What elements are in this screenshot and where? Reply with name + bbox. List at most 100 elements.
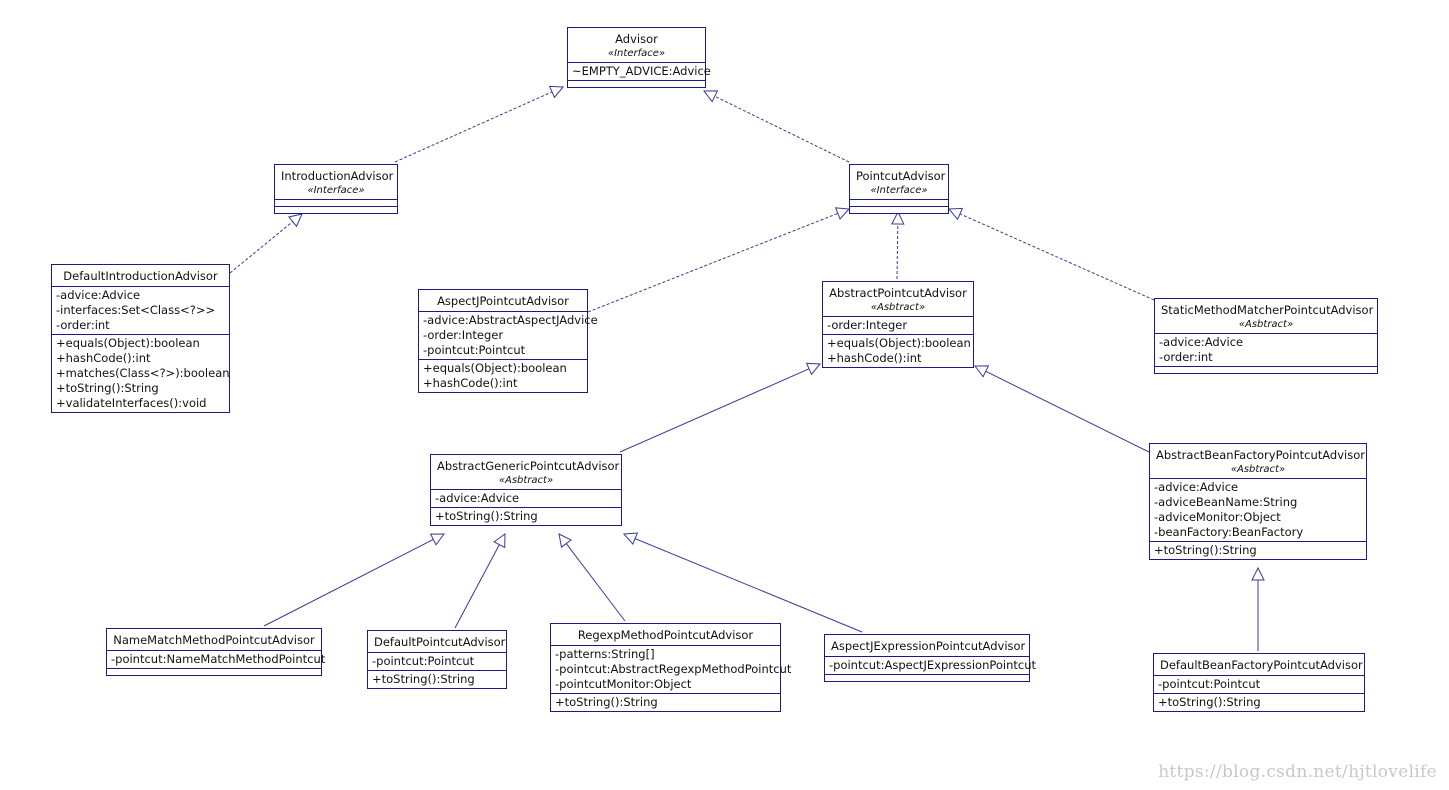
class-box-aspectj-pointcut-advisor: AspectJPointcutAdvisor-advice:AbstractAs… bbox=[418, 289, 598, 393]
class-stereotype: «Asbtract» bbox=[1230, 464, 1286, 475]
class-box-aspectj-expression-pointcut-advisor: AspectJExpressionPointcutAdvisor -pointcu… bbox=[824, 634, 1037, 682]
methods-section: +equals(Object):boolean+hashCode():int bbox=[823, 335, 973, 367]
method: +hashCode():int bbox=[56, 351, 151, 365]
relation-line bbox=[394, 91, 553, 163]
method: +hashCode():int bbox=[827, 351, 922, 365]
methods-section bbox=[850, 207, 948, 213]
class-stereotype: «Interface» bbox=[870, 185, 928, 196]
attribute: -pointcut:AspectJExpressionPointcut bbox=[829, 658, 1037, 672]
hollow-triangle-arrowhead bbox=[288, 213, 303, 228]
attributes-section: -pointcut:AspectJExpressionPointcut bbox=[825, 657, 1037, 675]
attributes-section: -advice:Advice-interfaces:Set<Class<?>>-… bbox=[52, 287, 229, 335]
hollow-triangle-arrowhead bbox=[622, 532, 639, 546]
methods-section: +toString():String bbox=[1150, 542, 1366, 559]
class-name: IntroductionAdvisor bbox=[281, 169, 394, 183]
relation-realization-pointcut-advisor-to-advisor bbox=[702, 90, 850, 163]
relation-line bbox=[959, 213, 1155, 301]
hollow-triangle-arrowhead bbox=[429, 533, 445, 546]
attribute: -advice:Advice bbox=[1154, 480, 1239, 494]
class-header: AbstractGenericPointcutAdvisor«Asbtract» bbox=[431, 455, 621, 490]
class-header: AbstractPointcutAdvisor«Asbtract» bbox=[823, 282, 973, 317]
attributes-section bbox=[275, 200, 397, 207]
attribute: -pointcut:AbstractRegexpMethodPointcut bbox=[555, 662, 792, 676]
relation-realization-static-method-matcher-pointcut-advisor-to-pointcut-advisor bbox=[947, 207, 1155, 301]
methods-section: +toString():String bbox=[551, 694, 780, 711]
attribute: -advice:Advice bbox=[1159, 335, 1244, 349]
methods-section: +equals(Object):boolean+hashCode():int bbox=[419, 360, 587, 392]
attribute: -order:Integer bbox=[827, 318, 908, 332]
class-name: DefaultPointcutAdvisor bbox=[374, 635, 506, 649]
attributes-section: ~EMPTY_ADVICE:Advice bbox=[568, 63, 711, 81]
class-box-abstract-pointcut-advisor: AbstractPointcutAdvisor«Asbtract»-order:… bbox=[822, 281, 974, 368]
attribute: -interfaces:Set<Class<?>> bbox=[56, 303, 216, 317]
relation-generalization-abstract-bean-factory-pointcut-advisor-to-abstract-pointcut-advisor bbox=[973, 365, 1150, 453]
class-name: DefaultBeanFactoryPointcutAdvisor bbox=[1160, 658, 1363, 672]
class-box-introduction-advisor: IntroductionAdvisor«Interface» bbox=[274, 164, 398, 214]
class-name: StaticMethodMatcherPointcutAdvisor bbox=[1161, 303, 1374, 317]
relation-line bbox=[714, 95, 850, 163]
class-header: NameMatchMethodPointcutAdvisor bbox=[107, 629, 321, 651]
relation-line bbox=[229, 221, 294, 274]
attribute: -order:int bbox=[56, 318, 110, 332]
relation-realization-abstract-pointcut-advisor-to-pointcut-advisor bbox=[891, 210, 905, 280]
attributes-section: -pointcut:Pointcut bbox=[1154, 676, 1364, 694]
hollow-triangle-arrowhead bbox=[702, 90, 719, 103]
class-box-pointcut-advisor: PointcutAdvisor «Interface» bbox=[849, 164, 949, 214]
method: +hashCode():int bbox=[423, 376, 518, 390]
class-header: PointcutAdvisor «Interface» bbox=[850, 165, 948, 200]
class-box-abstract-generic-pointcut-advisor: AbstractGenericPointcutAdvisor«Asbtract»… bbox=[430, 454, 622, 526]
method: +equals(Object):boolean bbox=[423, 361, 567, 375]
attribute: -pointcut:Pointcut bbox=[372, 654, 475, 668]
attribute: -pointcut:Pointcut bbox=[423, 343, 526, 357]
class-name: DefaultIntroductionAdvisor bbox=[63, 269, 218, 283]
attribute: -order:int bbox=[1159, 350, 1213, 364]
hollow-triangle-arrowhead bbox=[558, 533, 572, 549]
attributes-section: -pointcut:NameMatchMethodPointcut bbox=[107, 651, 326, 669]
attribute: -order:Integer bbox=[423, 328, 504, 342]
method: +toString():String bbox=[555, 695, 658, 709]
hollow-triangle-arrowhead bbox=[493, 533, 506, 549]
methods-section bbox=[107, 669, 321, 675]
class-header: RegexpMethodPointcutAdvisor bbox=[551, 624, 780, 646]
hollow-triangle-arrowhead bbox=[548, 85, 565, 99]
methods-section: +toString():String bbox=[431, 508, 621, 525]
method: +equals(Object):boolean bbox=[56, 336, 200, 350]
relation-generalization-name-match-method-pointcut-advisor-to-abstract-generic-pointcut-advisor bbox=[263, 533, 445, 627]
methods-section: +equals(Object):boolean+hashCode():int+m… bbox=[52, 335, 230, 412]
class-header: AspectJPointcutAdvisor bbox=[419, 290, 587, 312]
method: +validateInterfaces():void bbox=[56, 396, 207, 410]
method: +toString():String bbox=[435, 509, 538, 523]
hollow-triangle-arrowhead bbox=[947, 207, 964, 221]
attribute: ~EMPTY_ADVICE:Advice bbox=[572, 64, 711, 78]
class-name: PointcutAdvisor bbox=[856, 169, 946, 183]
class-header: DefaultBeanFactoryPointcutAdvisor bbox=[1154, 654, 1364, 676]
attributes-section: -advice:Advice-adviceBeanName:String-adv… bbox=[1150, 479, 1366, 542]
relation-realization-aspectj-pointcut-advisor-to-pointcut-advisor bbox=[587, 207, 851, 313]
hollow-triangle-arrowhead bbox=[891, 210, 905, 225]
hollow-triangle-arrowhead bbox=[1251, 566, 1265, 581]
class-header: AspectJExpressionPointcutAdvisor bbox=[825, 635, 1029, 657]
watermark-text: https://blog.csdn.net/hjtlovelife bbox=[1158, 762, 1437, 782]
class-stereotype: «Interface» bbox=[607, 48, 666, 59]
method: +toString():String bbox=[372, 672, 475, 686]
method: +toString():String bbox=[1154, 543, 1257, 557]
class-name: AbstractBeanFactoryPointcutAdvisor bbox=[1156, 448, 1365, 462]
attributes-section: -order:Integer bbox=[823, 317, 973, 335]
class-stereotype: «Asbtract» bbox=[870, 302, 926, 313]
attribute: -adviceMonitor:Object bbox=[1154, 510, 1281, 524]
relation-generalization-default-bean-factory-pointcut-advisor-to-abstract-bean-factory-pointcut-advisor bbox=[1251, 566, 1265, 651]
class-box-default-bean-factory-pointcut-advisor: DefaultBeanFactoryPointcutAdvisor -pointc… bbox=[1153, 653, 1365, 712]
relation-line bbox=[619, 368, 810, 453]
method: +toString():String bbox=[1158, 695, 1261, 709]
class-stereotype: «Asbtract» bbox=[1238, 319, 1294, 330]
relation-generalization-default-pointcut-advisor-to-abstract-generic-pointcut-advisor bbox=[454, 533, 506, 629]
attribute: -pointcut:NameMatchMethodPointcut bbox=[111, 652, 326, 666]
class-name: AspectJPointcutAdvisor bbox=[437, 294, 569, 308]
class-name: AspectJExpressionPointcutAdvisor bbox=[831, 639, 1026, 653]
class-name: NameMatchMethodPointcutAdvisor bbox=[113, 633, 315, 647]
relation-line bbox=[587, 212, 839, 313]
relation-realization-default-introduction-advisor-to-introduction-advisor bbox=[229, 213, 303, 274]
relation-generalization-aspectj-expression-pointcut-advisor-to-abstract-generic-pointcut-advisor bbox=[622, 532, 863, 633]
hollow-triangle-arrowhead bbox=[973, 365, 990, 378]
